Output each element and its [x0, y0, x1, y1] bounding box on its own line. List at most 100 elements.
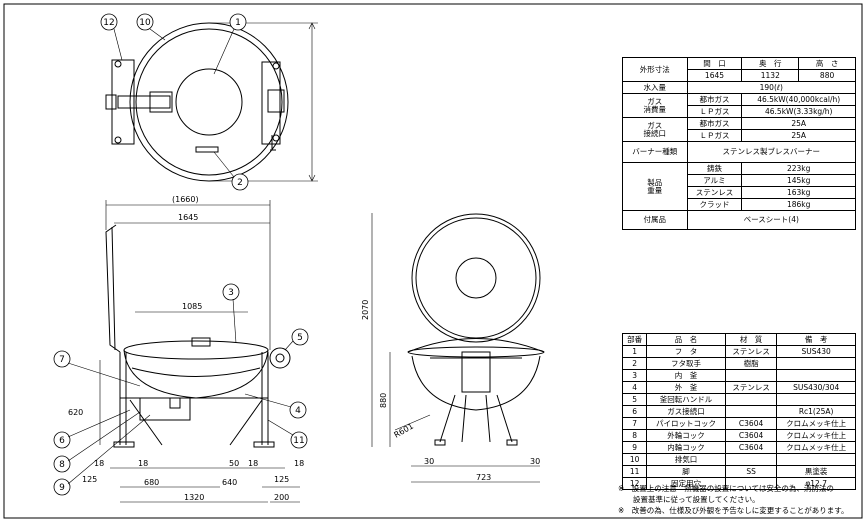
part-no: 6 — [621, 405, 648, 418]
spec-burner-label: バーナー種類 — [622, 141, 688, 163]
callout-1: 1 — [235, 18, 241, 28]
part-material: C3604 — [724, 441, 778, 454]
spec-table: 外形寸法 間 口 奥 行 高 さ 1645 1132 880 水入量 190(ℓ… — [622, 57, 857, 230]
part-material: C3604 — [724, 429, 778, 442]
dim-overall-width-lid: (1660) — [172, 195, 199, 204]
part-name: 釜回転ハンドル — [646, 393, 726, 406]
dim-overall-width: 1645 — [178, 213, 198, 222]
part-material — [724, 393, 778, 406]
dim-span-b: 640 — [222, 478, 237, 487]
spec-weight-material-1: アルミ — [686, 174, 743, 187]
spec-consumption-label: ガス 消費量 — [622, 93, 688, 118]
spec-header-height: 高 さ — [798, 57, 856, 70]
part-no: 3 — [621, 369, 648, 382]
callout-11: 11 — [293, 436, 304, 446]
part-remark — [776, 453, 856, 466]
part-name: 外 釜 — [646, 381, 726, 394]
part-remark — [776, 357, 856, 370]
dim-radius: R601 — [393, 422, 416, 440]
part-material: ステンレス — [724, 381, 778, 394]
note-line: 設置基準に従って設置してください。 — [618, 495, 760, 504]
part-no: 12 — [621, 477, 648, 490]
callout-5: 5 — [297, 333, 303, 343]
spec-conn-lp: 25A — [741, 129, 856, 142]
part-name: 脚 — [646, 465, 726, 478]
spec-depth: 1132 — [741, 69, 800, 82]
part-no: 8 — [621, 429, 648, 442]
part-no: 7 — [621, 417, 648, 430]
note-line: ※ 改善の為、仕様及び外観を予告なしに変更することがあります。 — [618, 506, 849, 515]
part-remark: SUS430 — [776, 345, 856, 358]
spec-weight-material-2: ステンレス — [686, 186, 743, 199]
spec-water-label: 水入量 — [622, 81, 688, 94]
part-remark: SUS430/304 — [776, 381, 856, 394]
front-view — [99, 200, 300, 503]
side-view — [371, 213, 545, 483]
dim-foot-b: 18 — [138, 459, 148, 468]
part-name: フ タ — [646, 345, 726, 358]
part-no: 9 — [621, 441, 648, 454]
spec-accessory-label: 付属品 — [622, 210, 688, 230]
spec-outer-label: 外形寸法 — [622, 57, 688, 82]
spec-height: 880 — [798, 69, 856, 82]
spec-weight-value-1: 145kg — [741, 174, 856, 187]
part-no: 4 — [621, 381, 648, 394]
callout-labels: 12 10 1 2 3 5 7 4 6 11 8 9 — [59, 18, 305, 493]
dim-foot-e: 50 — [229, 459, 239, 468]
spec-header-width: 間 口 — [686, 57, 743, 70]
dim-foot-a: 18 — [94, 459, 104, 468]
spec-weight-material-0: 鋳鉄 — [686, 162, 743, 175]
part-material: ステンレス — [724, 345, 778, 358]
spec-burner-value: ステンレス製ブレスバーナー — [686, 141, 857, 163]
part-no: 11 — [621, 465, 648, 478]
part-material — [724, 477, 778, 490]
callout-10: 10 — [139, 18, 151, 28]
dim-span-a: 680 — [144, 478, 159, 487]
part-no: 1 — [621, 345, 648, 358]
spec-consumption-city: 46.5kW(40,000kcal/h) — [741, 93, 856, 106]
dim-foot-c: 18 — [248, 459, 258, 468]
callout-3: 3 — [228, 288, 234, 298]
part-name: フタ取手 — [646, 357, 726, 370]
callout-7: 7 — [59, 355, 65, 365]
spec-weight-value-3: 186kg — [741, 198, 856, 211]
leader-lines — [67, 28, 294, 485]
dim-side-margin-r: 30 — [530, 457, 540, 466]
spec-conn-city: 25A — [741, 117, 856, 130]
part-remark: φ12.7 — [776, 477, 856, 490]
part-remark — [776, 369, 856, 382]
spec-weight-label: 製品 重量 — [622, 162, 688, 211]
dim-pan-height: 620 — [68, 408, 83, 417]
part-remark — [776, 393, 856, 406]
part-remark: Rc1(25A) — [776, 405, 856, 418]
part-no: 2 — [621, 357, 648, 370]
dim-foot-d: 18 — [294, 459, 304, 468]
spec-accessory-value: ベースシート(4) — [686, 210, 857, 230]
part-name: 外輪コック — [646, 429, 726, 442]
dim-height: 2070 — [361, 300, 370, 320]
part-material — [724, 453, 778, 466]
dim-side-base: 723 — [476, 473, 491, 482]
part-material: C3604 — [724, 417, 778, 430]
dim-side-height: 880 — [379, 393, 388, 408]
callouts — [53, 13, 309, 496]
note-line: ※ 設置上の注意 熱機器の設置については安全の為、消防法の — [618, 484, 834, 493]
part-remark: クロムメッキ仕上 — [776, 441, 856, 454]
spec-width: 1645 — [686, 69, 743, 82]
spec-lp-gas-2: ＬＰガス — [686, 129, 743, 142]
dim-side-margin-l: 30 — [424, 457, 434, 466]
dim-foot-f: 125 — [82, 475, 97, 484]
spec-weight-value-0: 223kg — [741, 162, 856, 175]
callout-6: 6 — [59, 436, 65, 446]
part-material — [724, 405, 778, 418]
